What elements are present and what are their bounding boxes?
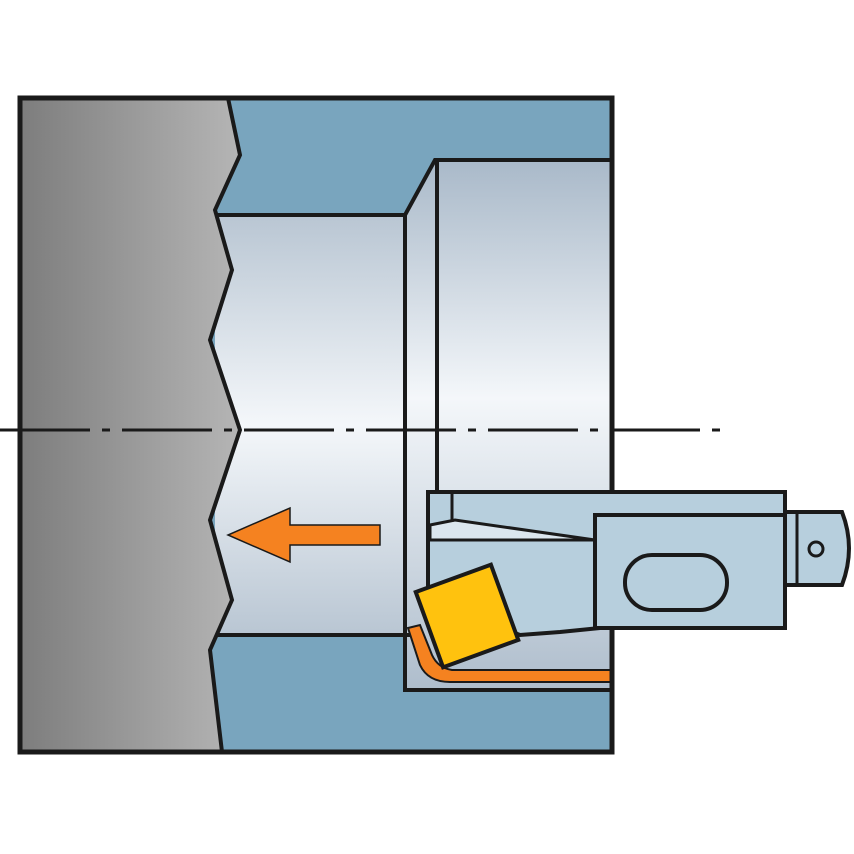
insert (413, 562, 521, 670)
clamp-slot (623, 553, 729, 612)
coolant-port-icon (807, 540, 825, 558)
outer-frame (17, 95, 615, 755)
coolant-connector (783, 510, 851, 587)
feed-arrow-icon (226, 506, 381, 564)
bore (215, 215, 415, 635)
chuck (18, 96, 243, 754)
